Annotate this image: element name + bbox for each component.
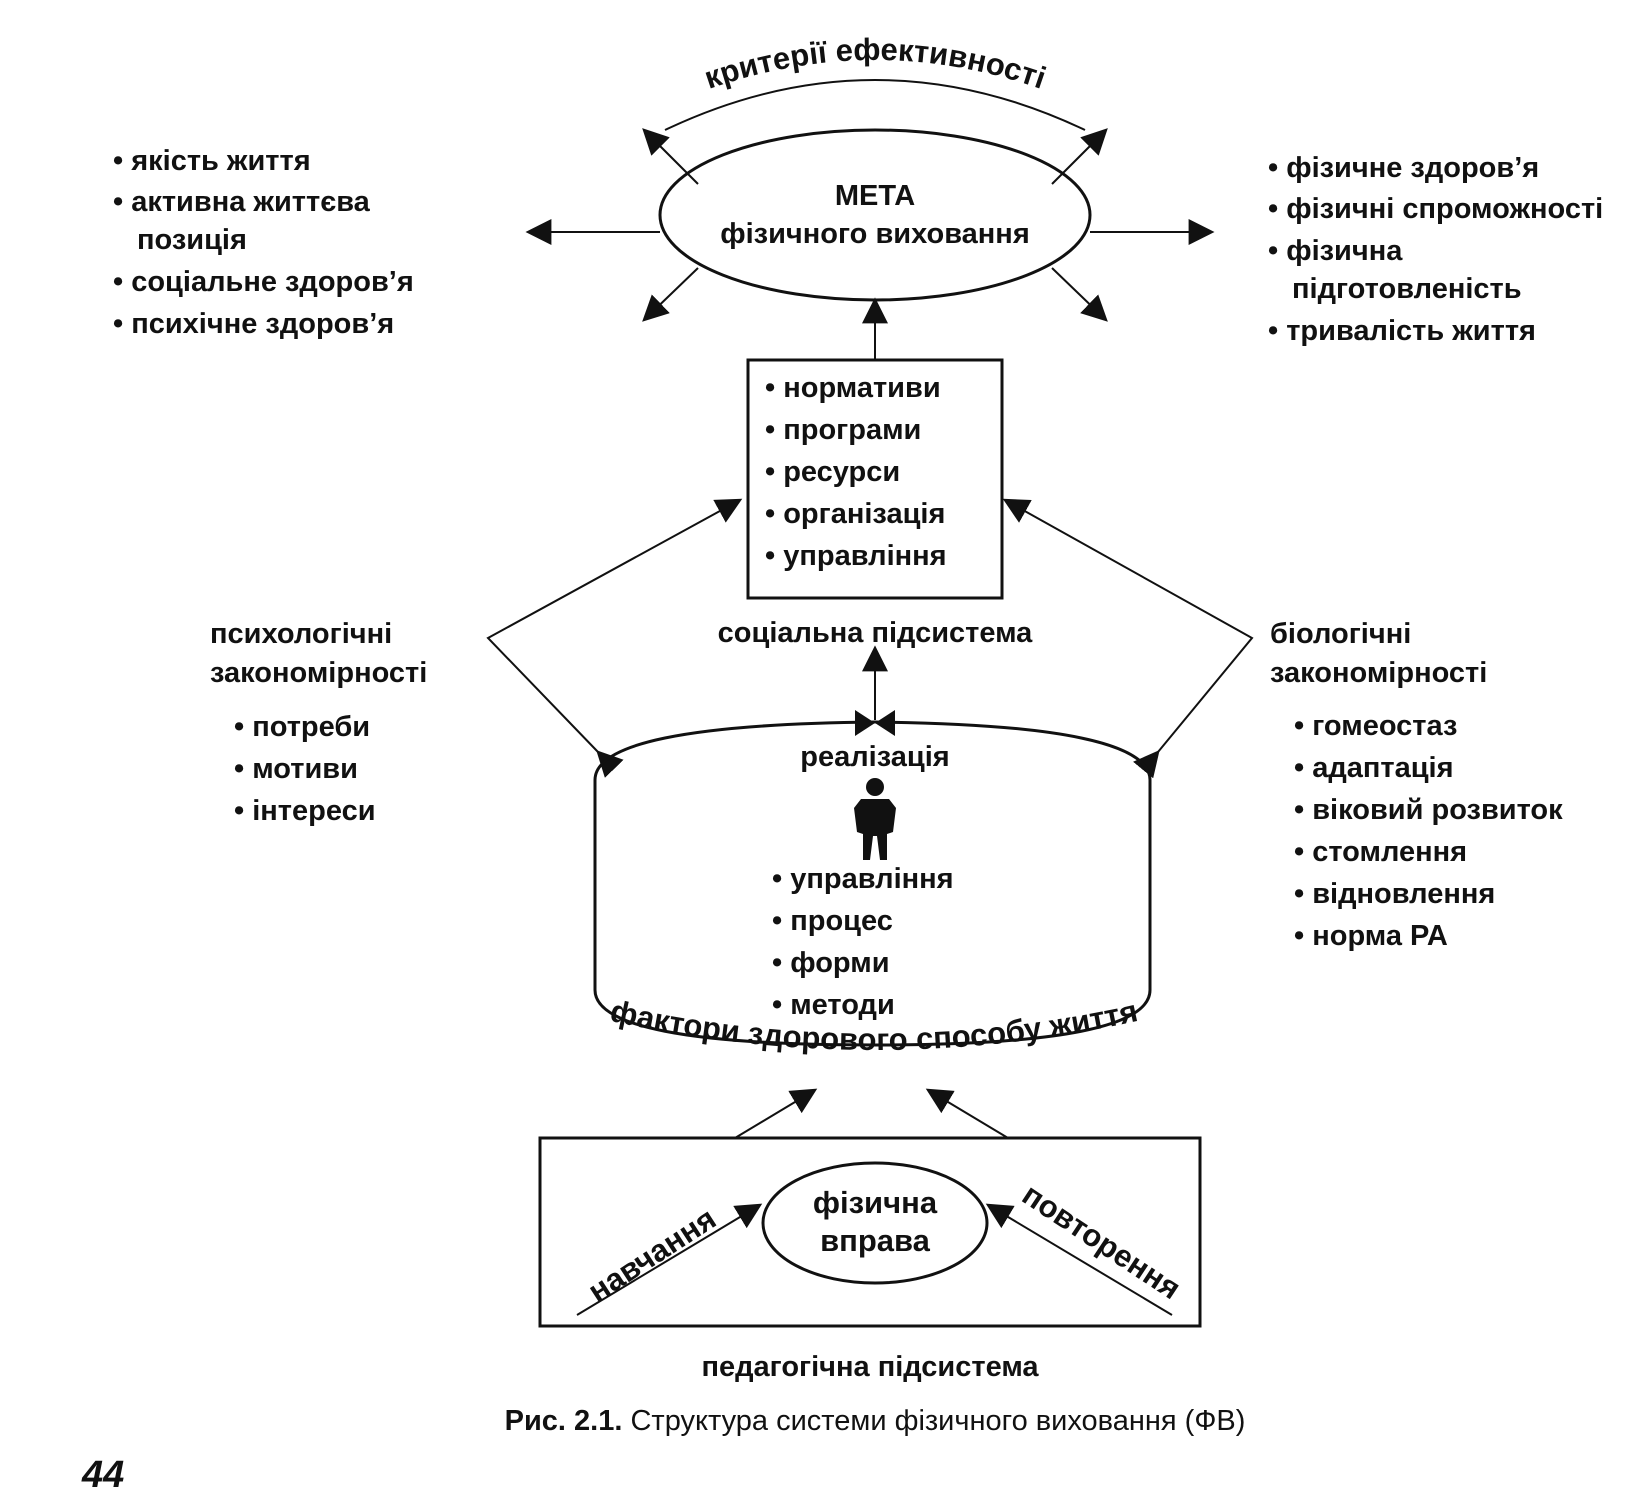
figure-caption-text: Структура системи фізичного виховання (Ф… (622, 1405, 1245, 1437)
psych-block: психологічні закономірності • потреби • … (210, 618, 427, 827)
bio-item: • гомеостаз (1294, 710, 1457, 742)
right-goal-item: • тривалість життя (1268, 315, 1536, 347)
social-box-item: • організація (765, 498, 945, 530)
bio-title: закономірності (1270, 657, 1487, 689)
goal-arrow-down-right (1051, 267, 1108, 322)
learning-label: навчання (582, 1201, 722, 1309)
goal-arrow-up-left (642, 128, 699, 185)
psych-link-arrow (486, 498, 743, 778)
right-goals-list: • фізичне здоров’я • фізичні спроможност… (1268, 152, 1603, 347)
exercise-title: фізична (813, 1185, 938, 1220)
bio-title: біологічні (1270, 618, 1411, 650)
realization-item: • управління (772, 863, 954, 895)
psych-item: • потреби (234, 711, 370, 743)
realization-list: • управління • процес • форми • методи (772, 863, 954, 1021)
social-box-list: • нормативи • програми • ресурси • орган… (765, 372, 947, 572)
criteria-arc (664, 79, 1086, 131)
psych-title: психологічні (210, 618, 392, 650)
goal-ellipse (658, 128, 1092, 302)
psych-title: закономірності (210, 657, 427, 689)
social-subsystem-label: соціальна підсистема (718, 617, 1034, 649)
person-icon (854, 778, 896, 860)
realization-item: • форми (772, 947, 890, 979)
goal-arrow-down-left (642, 267, 699, 322)
bio-item: • норма РА (1294, 920, 1448, 952)
bowtie-icon (855, 710, 895, 736)
repetition-label: повторення (1016, 1177, 1187, 1307)
social-box-item: • ресурси (765, 456, 900, 488)
realization-item: • методи (772, 989, 895, 1021)
social-subsystem-box (746, 358, 1004, 600)
learning-arrow (576, 1203, 763, 1316)
social-box-item: • управління (765, 540, 947, 572)
right-goal-item: • фізична (1268, 235, 1403, 267)
goal-arrow-up-right (1051, 128, 1108, 185)
bio-link-arrow (1002, 498, 1254, 779)
social-box-item: • програми (765, 414, 921, 446)
figure-caption-prefix: Рис. 2.1. (505, 1405, 623, 1437)
pedagogic-to-factors-arrow-left (734, 1088, 818, 1139)
pedagogic-subsystem-box (538, 1136, 1202, 1328)
figure-caption: Рис. 2.1. Структура системи фізичного ви… (505, 1405, 1246, 1437)
pedagogic-subsystem-label: педагогічна підсистема (701, 1351, 1039, 1383)
bio-item: • відновлення (1294, 878, 1495, 910)
psych-item: • мотиви (234, 753, 358, 785)
bio-item: • адаптація (1294, 752, 1454, 784)
pedagogic-to-factors-arrow-right (925, 1088, 1009, 1139)
left-goal-item: • соціальне здоров’я (113, 266, 414, 298)
realization-label: реалізація (800, 741, 949, 773)
left-goal-item: • психічне здоров’я (113, 308, 394, 340)
bio-block: біологічні закономірності • гомеостаз • … (1270, 618, 1563, 952)
social-box-item: • нормативи (765, 372, 941, 404)
goal-subtitle: фізичного виховання (720, 218, 1030, 250)
realization-cylinder (593, 720, 1152, 1047)
bio-item: • стомлення (1294, 836, 1467, 868)
criteria-label: критерії ефективності (700, 32, 1050, 96)
left-goal-item-cont: позиція (137, 224, 247, 256)
bio-item: • віковий розвиток (1294, 794, 1563, 826)
page-number: 44 (81, 1454, 124, 1487)
left-goals-list: • якість життя • активна життєва позиція… (113, 145, 414, 340)
realization-item: • процес (772, 905, 893, 937)
left-goal-item: • активна життєва (113, 186, 371, 218)
right-goal-item: • фізичні спроможності (1268, 193, 1603, 225)
psych-item: • інтереси (234, 795, 376, 827)
left-goal-item: • якість життя (113, 145, 311, 177)
exercise-subtitle: вправа (820, 1223, 931, 1258)
right-goal-item: • фізичне здоров’я (1268, 152, 1539, 184)
right-goal-item-cont: підготовленість (1292, 273, 1522, 305)
goal-title: МЕТА (835, 180, 915, 212)
repetition-arrow (985, 1203, 1173, 1316)
